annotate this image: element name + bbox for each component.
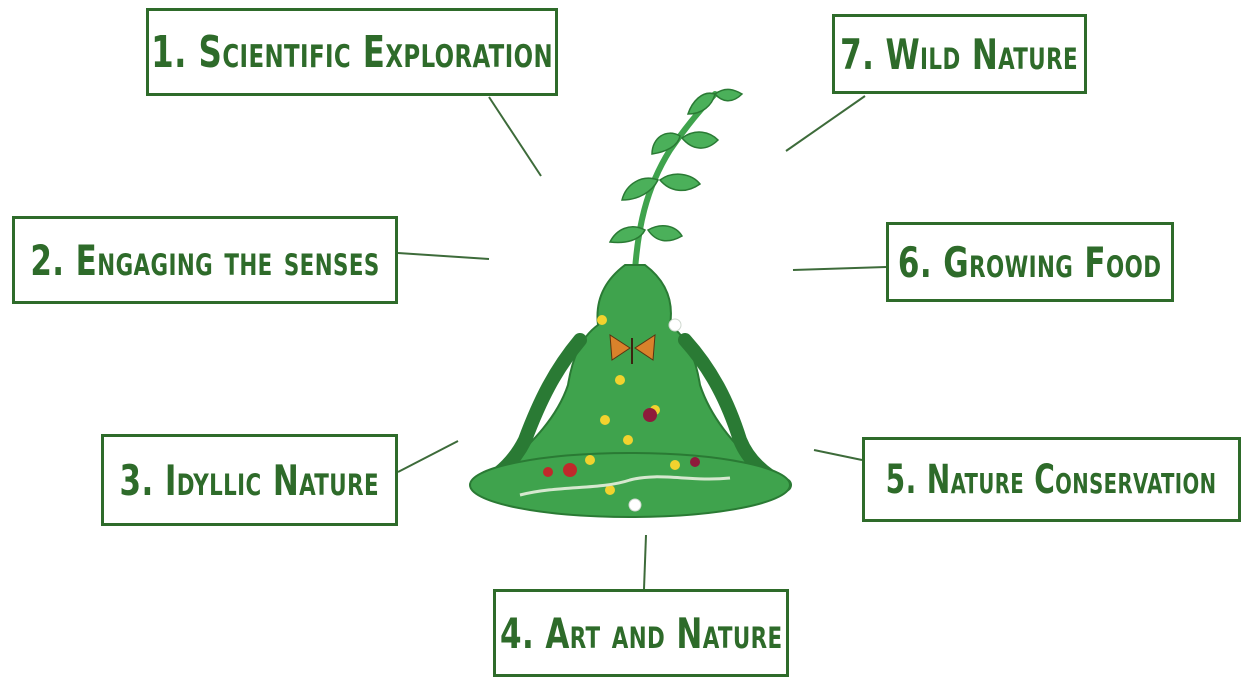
label-text-art-and-nature: 4. Art and Nature [500, 609, 783, 658]
label-box-art-and-nature: 4. Art and Nature [493, 589, 789, 677]
connector-line-4 [644, 535, 646, 589]
label-box-scientific-exploration: 1. Scientific Exploration [146, 8, 558, 96]
label-text-wild-nature: 7. Wild Nature [841, 30, 1079, 79]
label-box-idyllic-nature: 3. Idyllic Nature [101, 434, 398, 526]
connector-line-5 [814, 450, 862, 460]
label-text-engaging-the-senses: 2. Engaging the senses [30, 236, 379, 285]
label-text-nature-conservation: 5. Nature Conservation [886, 457, 1217, 503]
label-box-wild-nature: 7. Wild Nature [832, 14, 1087, 94]
label-box-engaging-the-senses: 2. Engaging the senses [12, 216, 398, 304]
meditating-plant-figure-icon [430, 80, 820, 520]
label-box-growing-food: 6. Growing Food [886, 222, 1174, 302]
leaf-cluster-icon [610, 89, 742, 242]
label-box-nature-conservation: 5. Nature Conservation [862, 437, 1241, 522]
label-text-scientific-exploration: 1. Scientific Exploration [151, 27, 553, 78]
label-text-growing-food: 6. Growing Food [898, 238, 1161, 287]
label-text-idyllic-nature: 3. Idyllic Nature [120, 456, 380, 505]
